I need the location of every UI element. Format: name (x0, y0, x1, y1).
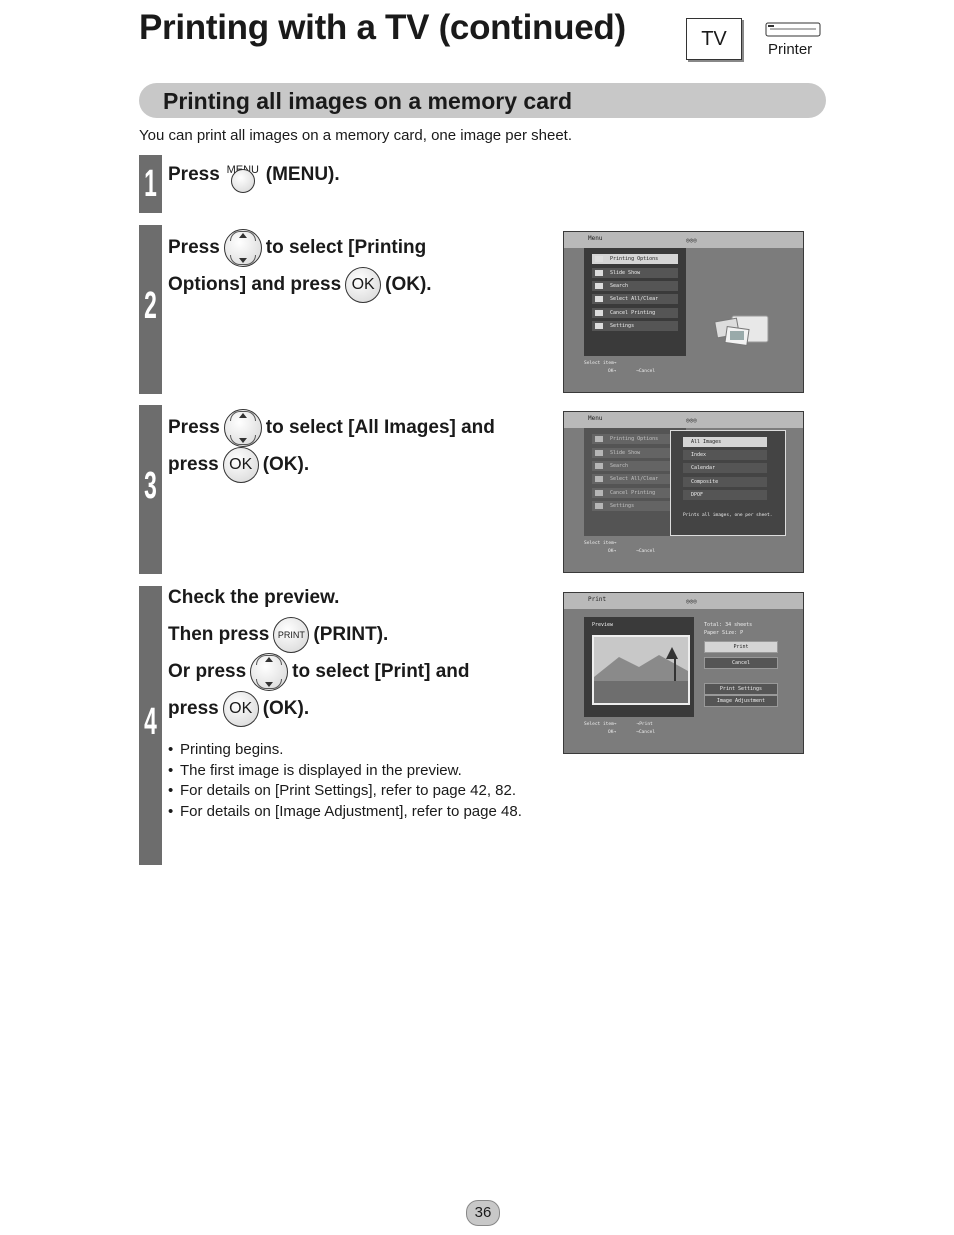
menu-item: Slide Show (592, 268, 678, 278)
step-4-notes: Printing begins. The first image is disp… (168, 740, 528, 822)
step-4-instruction: Check the preview. Then press PRINT (PRI… (168, 579, 470, 727)
screen-footer: Select item→OK→→Cancel (584, 541, 656, 554)
menu-item: Cancel Printing (592, 488, 678, 498)
cancel-screen-button: Cancel (704, 657, 778, 669)
submenu-item: Index (683, 450, 767, 460)
step-1-instruction: Press MENU (MENU). (168, 156, 340, 193)
preview-panel: Preview (584, 617, 694, 717)
print-settings-screen-button: Print Settings (704, 683, 778, 695)
tv-icon: TV (686, 18, 742, 60)
tv-screen-menu: Menu◎◎◎ Printing Options Slide Show Sear… (563, 231, 804, 393)
landscape-photo (594, 637, 688, 703)
note-item: For details on [Image Adjustment], refer… (168, 802, 528, 823)
step-3-tab: 3 (139, 405, 162, 574)
print-button-icon: PRINT (273, 616, 310, 653)
preview-image (592, 635, 690, 705)
ok-button-icon: OK (222, 690, 259, 727)
note-item: The first image is displayed in the prev… (168, 761, 528, 782)
step-number: 2 (144, 285, 157, 327)
step-1-tab: 1 (139, 155, 162, 213)
submenu-item: Calendar (683, 463, 767, 473)
ok-button-icon: OK (345, 266, 382, 303)
menu-item: Settings (592, 321, 678, 331)
menu-item: Printing Options (592, 434, 678, 444)
dpad-up-down-icon (223, 408, 262, 447)
intro-text: You can print all images on a memory car… (139, 127, 573, 144)
photos-printer-graphic (714, 315, 769, 347)
submenu-item: Composite (683, 477, 767, 487)
status-icons: ◎◎◎ (686, 598, 697, 605)
dpad-up-down-icon (223, 228, 262, 267)
step-2-instruction: Press to select [Printing Options] and p… (168, 228, 432, 303)
page-number: 36 (466, 1200, 500, 1226)
step-number: 3 (144, 465, 157, 507)
tv-screen-submenu: Menu◎◎◎ Printing Options Slide Show Sear… (563, 411, 804, 573)
submenu-description: Prints all images, one per sheet. (683, 513, 773, 518)
submenu-panel: All Images Index Calendar Composite DPOF… (670, 430, 786, 536)
step-number: 4 (144, 701, 157, 743)
ok-button-icon: OK (222, 446, 259, 483)
screen-footer: Select item→OK→→Cancel (584, 361, 656, 374)
dpad-up-down-icon (250, 652, 289, 691)
note-item: For details on [Print Settings], refer t… (168, 781, 528, 802)
note-item: Printing begins. (168, 740, 528, 761)
step-4-tab: 4 (139, 586, 162, 865)
submenu-item: All Images (683, 437, 767, 447)
menu-item: Printing Options (592, 254, 678, 264)
section-title: Printing all images on a memory card (163, 88, 573, 114)
print-screen-button: Print (704, 641, 778, 653)
step-2-tab: 2 (139, 225, 162, 394)
section-header: Printing all images on a memory card (139, 83, 826, 118)
image-adjustment-screen-button: Image Adjustment (704, 695, 778, 707)
status-icons: ◎◎◎ (686, 417, 697, 424)
step-3-instruction: Press to select [All Images] and press O… (168, 408, 495, 483)
status-icons: ◎◎◎ (686, 237, 697, 244)
step-number: 1 (144, 163, 157, 205)
page-title: Printing with a TV (continued) (139, 8, 626, 47)
menu-item: Select All/Clear (592, 474, 678, 484)
menu-item: Select All/Clear (592, 294, 678, 304)
printer-icon (765, 22, 821, 37)
printer-label: Printer (768, 41, 813, 58)
menu-item: Settings (592, 501, 678, 511)
menu-item: Cancel Printing (592, 308, 678, 318)
submenu-item: DPOF (683, 490, 767, 500)
menu-item: Search (592, 281, 678, 291)
menu-item: Slide Show (592, 448, 678, 458)
menu-button-icon: MENU (224, 156, 262, 193)
menu-item: Search (592, 461, 678, 471)
